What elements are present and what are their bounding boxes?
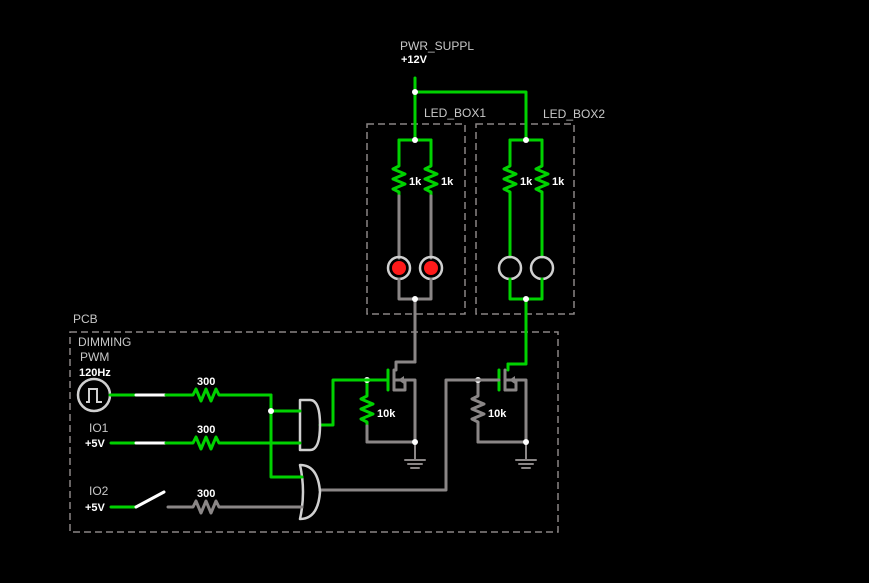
- led-box2-label: LED_BOX2: [543, 107, 605, 121]
- mosfet-2: [470, 362, 537, 469]
- mosfet-1: [359, 360, 426, 469]
- resistor-zigzag: [502, 160, 518, 198]
- led-box1-circuit: [386, 138, 444, 364]
- pcb-label: PCB: [73, 312, 98, 326]
- resistor-3-value: 300: [197, 488, 215, 500]
- io2-switch[interactable]: [134, 490, 166, 509]
- pulldown-2-value: 10k: [488, 408, 507, 420]
- pwm-frequency: 120Hz: [79, 367, 111, 379]
- gate-wire-2: [318, 378, 501, 492]
- gate-wire-1: [318, 378, 390, 427]
- pwm-source: [76, 377, 112, 413]
- resistor-zigzag: [188, 387, 226, 403]
- resistor-zigzag: [188, 435, 226, 451]
- io2-label: IO2: [89, 484, 109, 498]
- led-light: [497, 255, 523, 281]
- led-box1-resistor-2-value: 1k: [441, 176, 454, 188]
- led-light-fill: [424, 261, 438, 275]
- io2-voltage: +5V: [85, 502, 106, 514]
- led-box2-outline: [475, 123, 575, 315]
- pulldown-1-value: 10k: [377, 408, 396, 420]
- led-box1-label: LED_BOX1: [424, 106, 486, 120]
- led-light-fill: [392, 261, 406, 275]
- or-gate-1: [298, 398, 322, 452]
- or-gate-2: [298, 463, 322, 521]
- resistor-2-value: 300: [197, 424, 215, 436]
- power-supply-label: PWR_SUPPL: [400, 39, 474, 53]
- io1-voltage: +5V: [85, 438, 106, 450]
- resistor-zigzag: [359, 390, 375, 428]
- io1-label: IO1: [89, 421, 109, 435]
- led-box1-resistor-1-value: 1k: [409, 176, 422, 188]
- led-box2-resistor-1-value: 1k: [520, 176, 533, 188]
- pwm-routing: [268, 393, 304, 479]
- led-box2-resistor-2-value: 1k: [552, 176, 565, 188]
- led-light: [529, 255, 555, 281]
- pwm-label-1: DIMMING: [78, 335, 131, 349]
- resistor-zigzag: [188, 499, 226, 515]
- resistor-zigzag: [423, 160, 439, 198]
- resistor-1-value: 300: [197, 376, 215, 388]
- led-box2-circuit: [497, 138, 555, 366]
- pcb-outline: [69, 331, 559, 533]
- resistor-zigzag: [534, 160, 550, 198]
- pwm-label-2: PWM: [80, 350, 109, 364]
- resistor-zigzag: [391, 160, 407, 198]
- power-supply-voltage: +12V: [401, 54, 428, 66]
- led-box1-outline: [366, 123, 466, 315]
- resistor-zigzag: [470, 390, 486, 428]
